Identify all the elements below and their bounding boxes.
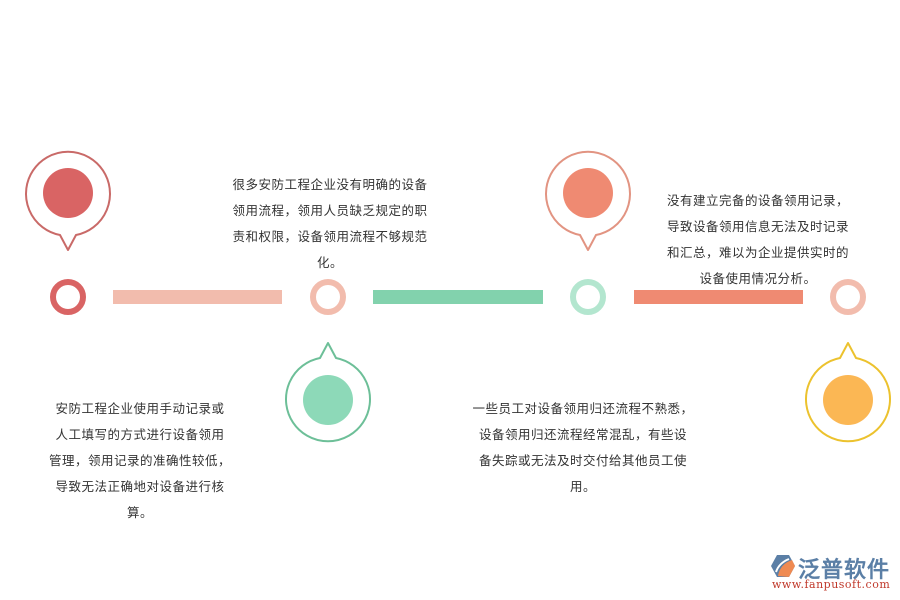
description-1-line: 管理，领用记录的准确性较低， [48,453,231,468]
description-2-line: 很多安防工程企业没有明确的设备 [232,177,428,192]
map-pin-icon-1 [25,150,111,251]
description-3: 一些员工对设备领用归还流程不熟悉， 设备领用归还流程经常混乱，有些设 备失踪或无… [455,396,711,500]
description-3-line: 设备领用归还流程经常混乱，有些设 [478,427,687,442]
timeline-bar-1 [113,290,282,304]
description-2-line: 责和权限，设备领用流程不够规范 [232,229,428,244]
description-1-line: 人工填写的方式进行设备领用 [55,427,225,442]
description-4-line: 和汇总，难以为企业提供实时的 [666,245,849,260]
description-1-line: 导致无法正确地对设备进行核 [55,479,225,494]
description-4-line: 设备使用情况分析。 [699,271,817,286]
timeline-node-2 [310,279,346,315]
timeline-node-3 [570,279,606,315]
description-3-line: 备失踪或无法及时交付给其他员工使 [478,453,687,468]
description-2-line: 领用流程，领用人员缺乏规定的职 [232,203,428,218]
map-pin-icon-3 [545,150,631,251]
timeline-bar-2 [373,290,543,304]
logo-hexagon-icon [771,555,795,577]
map-pin-icon-2 [285,342,371,443]
description-4-line: 导致设备领用信息无法及时记录 [666,219,849,234]
description-3-line: 用。 [569,479,596,494]
timeline-node-1 [50,279,86,315]
description-1-line: 算。 [126,505,153,520]
description-2-line: 化。 [316,255,343,270]
logo-name: 泛普软件 [798,558,891,583]
description-1: 安防工程企业使用手动记录或 人工填写的方式进行设备领用 管理，领用记录的准确性较… [25,396,255,526]
timeline-bar-3 [634,290,803,304]
description-4: 没有建立完备的设备领用记录， 导致设备领用信息无法及时记录 和汇总，难以为企业提… [648,188,868,292]
description-1-line: 安防工程企业使用手动记录或 [55,401,225,416]
description-2: 很多安防工程企业没有明确的设备 领用流程，领用人员缺乏规定的职 责和权限，设备领… [212,172,448,276]
description-4-line: 没有建立完备的设备领用记录， [666,193,849,208]
timeline-node-4 [830,279,866,315]
logo-url: www.fanpusoft.com [772,578,891,591]
map-pin-icon-4 [805,342,891,443]
brand-logo: 泛普软件 www.fanpusoft.com [768,552,896,592]
description-3-line: 一些员工对设备领用归还流程不熟悉， [472,401,694,416]
